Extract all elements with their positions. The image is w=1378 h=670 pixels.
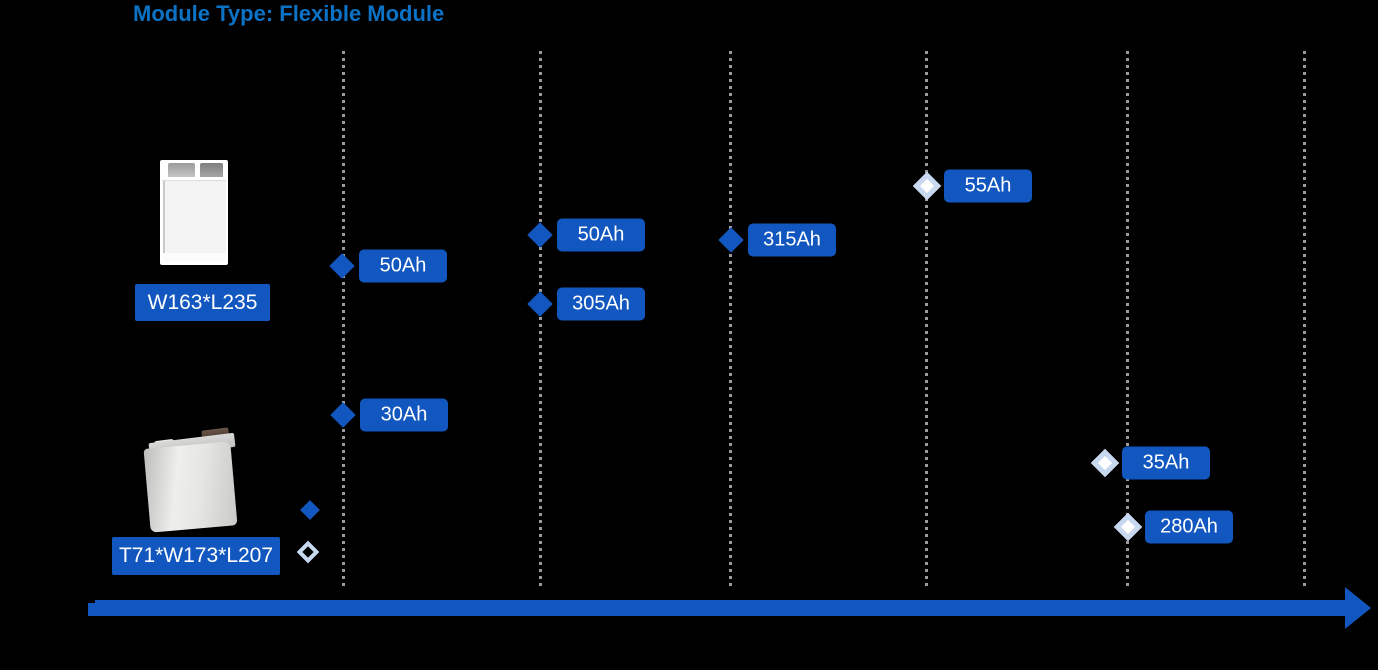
solid-diamond-marker-icon — [527, 222, 553, 248]
timeline-gridline — [342, 51, 345, 588]
page-title: Module Type: Flexible Module — [133, 1, 445, 26]
hollow-diamond-marker-icon — [1090, 448, 1120, 478]
capacity-label: 30Ah — [360, 398, 448, 432]
timeline-gridline — [729, 51, 732, 588]
capacity-label: 50Ah — [359, 249, 447, 283]
capacity-label: 55Ah — [944, 169, 1032, 203]
pouch-foot — [163, 253, 225, 262]
pouch-seam — [162, 180, 226, 181]
pouch-terminal-left-icon — [168, 163, 195, 177]
capacity-label: 305Ah — [557, 287, 645, 321]
capacity-label: 50Ah — [557, 218, 645, 252]
solid-diamond-marker-icon — [527, 291, 553, 317]
timeline-gridline — [539, 51, 542, 588]
capacity-label: 35Ah — [1122, 446, 1210, 480]
timeline-arrow — [95, 600, 1345, 616]
timeline-gridline — [1303, 51, 1306, 588]
legend-solid-diamond-icon — [300, 500, 320, 520]
pouch-body — [163, 181, 226, 253]
legend-hollow-diamond-icon — [296, 540, 320, 564]
prismatic-body — [143, 441, 238, 533]
capacity-label: 280Ah — [1145, 510, 1233, 544]
pouch-terminal-right-icon — [200, 163, 223, 177]
solid-diamond-marker-icon — [330, 402, 356, 428]
hollow-diamond-marker-icon — [912, 171, 942, 201]
capacity-label: 315Ah — [748, 223, 836, 257]
pouch-cell-image — [160, 160, 228, 265]
prismatic-cell-image — [143, 427, 238, 533]
solid-diamond-marker-icon — [718, 227, 744, 253]
timeline-gridline — [925, 51, 928, 588]
cell-dimension-label: T71*W173*L207 — [112, 537, 280, 575]
hollow-diamond-marker-icon — [1113, 512, 1143, 542]
cell-dimension-label: W163*L235 — [135, 284, 270, 321]
timeline-arrow-head-icon — [1345, 587, 1371, 629]
solid-diamond-marker-icon — [329, 253, 355, 279]
timeline-gridline — [1126, 51, 1129, 588]
timeline-arrow-tail — [88, 603, 96, 616]
